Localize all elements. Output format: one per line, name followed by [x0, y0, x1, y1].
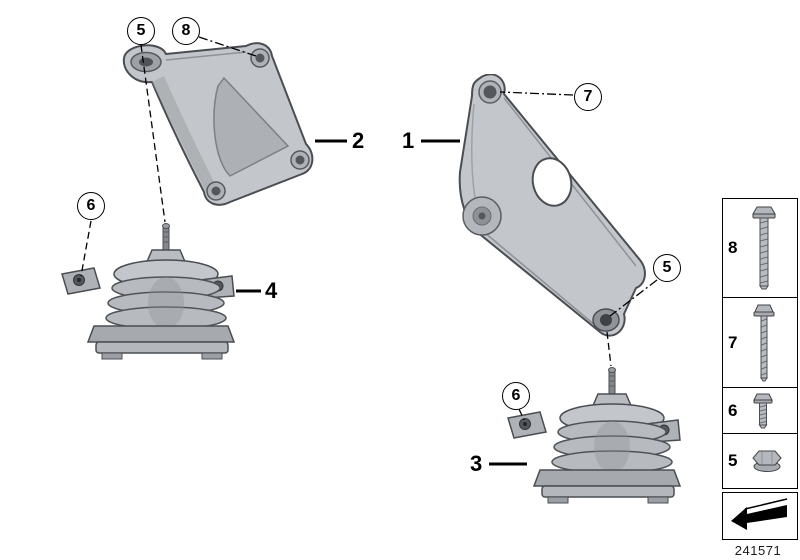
callout-6-bottom[interactable]: 6 [502, 382, 530, 410]
callout-7-right[interactable]: 7 [574, 83, 602, 111]
part-2-illustration [122, 42, 314, 206]
part-3-illustration [507, 367, 681, 504]
part-label-3[interactable]: 3 [470, 451, 483, 476]
legend-item-7[interactable]: 7 [723, 298, 797, 388]
legend-item-8[interactable]: 8 [723, 199, 797, 298]
legend-item-5[interactable]: 5 [723, 434, 797, 488]
legend-item-6[interactable]: 6 [723, 388, 797, 434]
callout-5-top[interactable]: 5 [127, 17, 155, 45]
legend-item-7-label: 7 [728, 332, 738, 352]
part-label-2[interactable]: 2 [352, 128, 365, 153]
part-1-illustration [458, 74, 646, 337]
hardware-legend: 8 7 [722, 198, 798, 489]
direction-arrow-icon [731, 498, 788, 530]
callout-5-right[interactable]: 5 [653, 254, 681, 282]
direction-box [722, 492, 798, 540]
callout-8-top[interactable]: 8 [172, 17, 200, 45]
legend-item-8-label: 8 [728, 238, 738, 257]
hex-flange-bolt-short-icon [753, 393, 773, 428]
part-4-illustration [61, 223, 235, 360]
legend-item-5-label: 5 [728, 451, 738, 470]
callout-6-left[interactable]: 6 [77, 192, 105, 220]
legend-item-6-label: 6 [728, 400, 738, 420]
part-label-1[interactable]: 1 [402, 128, 415, 153]
hex-flange-bolt-extra-long-icon [753, 304, 775, 381]
part-label-4[interactable]: 4 [265, 278, 278, 303]
hex-flange-nut-icon [752, 450, 782, 472]
hex-flange-bolt-long-icon [752, 206, 776, 290]
diagram-number: 241571 [734, 543, 782, 558]
